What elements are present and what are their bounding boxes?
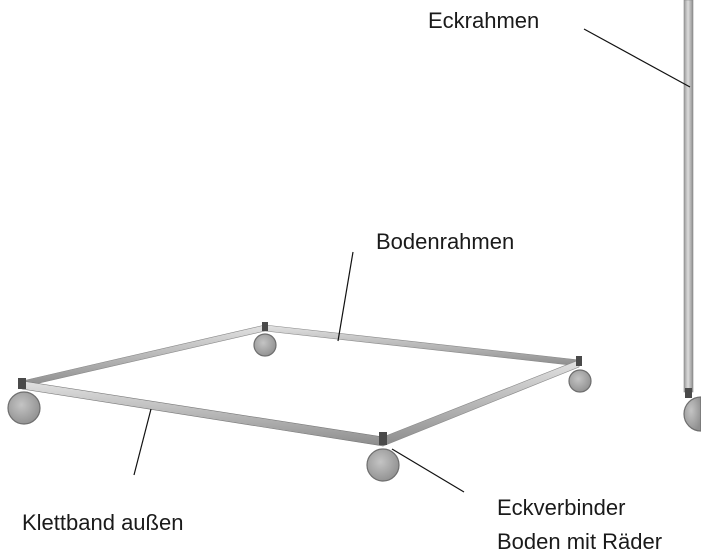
label-bodenrahmen: Bodenrahmen: [376, 229, 515, 254]
label-klettband: Klettband außen: [22, 510, 184, 535]
leader-lines: [133, 28, 691, 493]
connector-back: [262, 322, 268, 331]
eckrahmen-pole: [683, 0, 694, 393]
bar-back-left: [21, 324, 266, 388]
connector-front: [379, 432, 387, 445]
leader-eckrahmen: [583, 28, 691, 88]
eckrahmen-wheel: [683, 396, 701, 432]
bar-front-left: [21, 380, 384, 447]
wheel-left: [7, 391, 41, 425]
label-eckverbinder: Eckverbinder: [497, 495, 626, 520]
eckrahmen-frame: [683, 0, 701, 432]
connector-right: [576, 356, 582, 366]
label-boden-mit-raeder: Boden mit Räder: [497, 529, 663, 554]
wheel-right: [568, 369, 592, 393]
leader-klettband: [133, 408, 152, 476]
bodenrahmen-frame: [7, 322, 592, 482]
leader-eckverbinder: [391, 448, 465, 493]
eckrahmen-connector: [685, 388, 692, 398]
wheel-front: [366, 448, 400, 482]
wheel-back: [253, 333, 277, 357]
bar-front-right: [382, 359, 580, 447]
bar-back-right: [264, 324, 580, 367]
connector-left: [18, 378, 26, 389]
label-eckrahmen: Eckrahmen: [428, 8, 540, 33]
leader-bodenrahmen: [337, 251, 354, 342]
